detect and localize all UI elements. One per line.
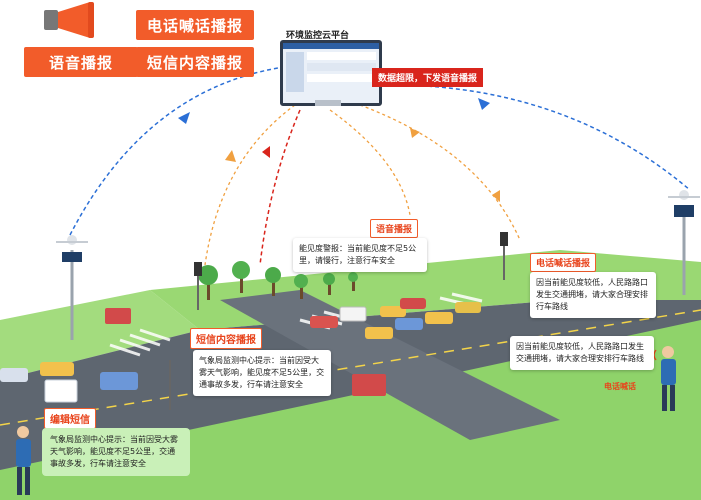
phone-call-caption: 电话喊话 [604, 382, 636, 391]
monitor-pole-right [668, 190, 700, 295]
visibility-alarm-message: 能见度警报：当前能见度不足5公里，请慢行，注意行车安全 [293, 238, 427, 272]
arc-orange-center [329, 109, 411, 216]
traffic-lights [169, 232, 508, 410]
speaker-icon [44, 2, 94, 38]
person-left [16, 426, 31, 495]
arc-blue-right [371, 84, 691, 191]
voice-broadcast-button[interactable]: 语音播报 [24, 47, 138, 77]
sms-broadcast-button[interactable]: 短信内容播报 [136, 47, 254, 77]
tag-sms-broadcast: 短信内容播报 [190, 328, 262, 349]
platform-monitor [280, 40, 382, 106]
platform-title: 环境监控云平台 [286, 31, 350, 41]
traffic-jam-message-top: 因当前能见度较低，人民路路口发生交通拥堵，请大家合理安排行车路线 [530, 272, 656, 318]
grass-left [0, 290, 200, 380]
tag-edit-sms: 编辑短信 [44, 408, 96, 429]
cross-road [220, 290, 560, 440]
traffic-jam-message-phone: 因当前能见度较低，人民路路口发生交通拥堵，请大家合理安排行车路线 [510, 336, 654, 370]
cars [0, 298, 481, 403]
tag-phone-broadcast: 电话喊话播报 [530, 253, 597, 272]
arc-orange-left [204, 104, 296, 266]
arc-red-center [259, 109, 301, 266]
tree-row [198, 261, 358, 300]
monitor-stand [315, 100, 341, 106]
platform-alert-label: 数据超限，下发语音播报 [372, 68, 484, 87]
phone-broadcast-button[interactable]: 电话喊话播报 [136, 10, 254, 40]
weather-notice-message: 气象局监测中心提示：当前因受大雾天气影响，能见度不足5公里，交通事故多发，行车请… [193, 350, 331, 396]
sms-content-box: 气象局监测中心提示：当前因受大雾天气影响，能见度不足5公里，交通事故多发，行车请… [42, 428, 190, 476]
monitor-pole-left [56, 235, 88, 340]
arc-blue-left [69, 64, 301, 236]
person-right [661, 346, 676, 411]
tag-voice-broadcast: 语音播报 [370, 219, 419, 238]
arc-orange-right [359, 104, 521, 241]
